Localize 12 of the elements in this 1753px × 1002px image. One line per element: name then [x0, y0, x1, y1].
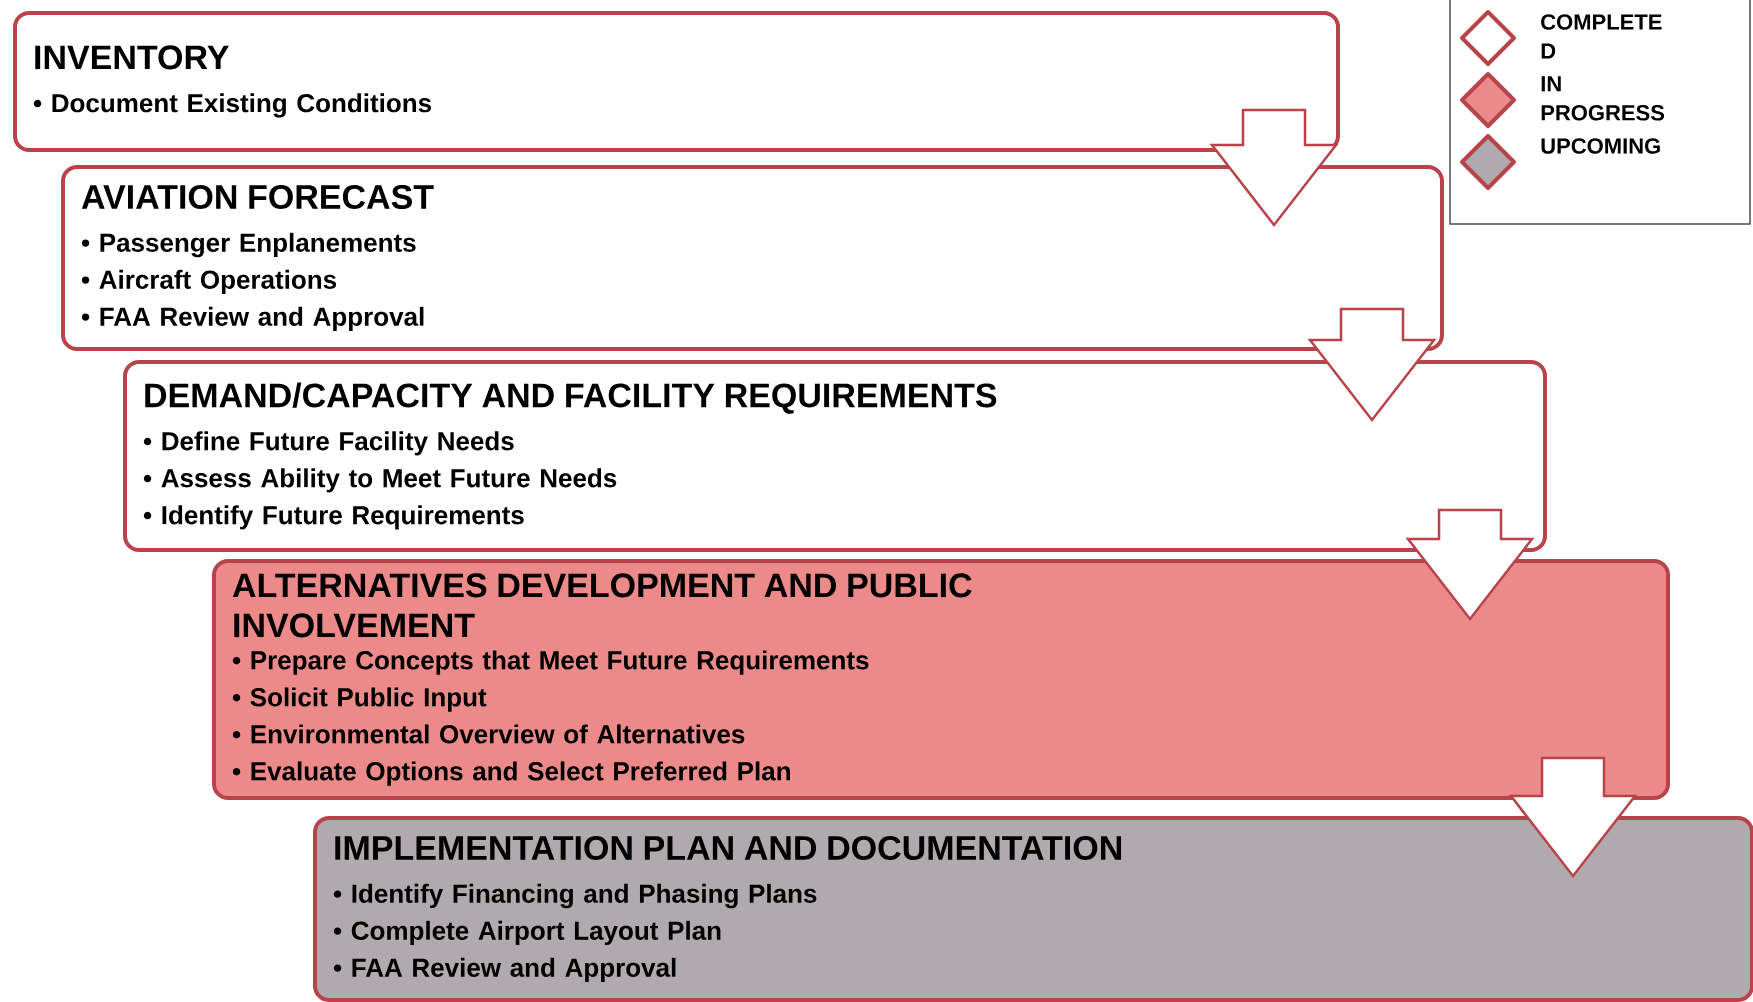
legend-label: IN PROGRESS: [1541, 76, 1665, 121]
step-box: IMPLEMENTATION PLAN AND DOCUMENTATION • Identify Financing and Phasing Plans • Complete Airport Layout Plan • FAA Review and Approval: [313, 816, 1753, 1002]
legend-label: COMPLETE D: [1541, 14, 1662, 59]
step-box: AVIATION FORECAST • Passenger Enplanements • Aircraft Operations • FAA Review and Approval: [61, 165, 1444, 351]
legend-label: UPCOMING: [1541, 138, 1660, 154]
block-arrow: [1307, 307, 1437, 423]
step-box: INVENTORY • Document Existing Conditions: [13, 11, 1340, 152]
block-arrow: [1405, 508, 1535, 622]
block-arrow: [1209, 108, 1339, 228]
step-box: DEMAND/CAPACITY AND FACILITY REQUIREMENTS • Define Future Facility Needs • Assess Ability to Meet Future Needs • Identify Future Requirements: [123, 360, 1547, 552]
step-box: ALTERNATIVES DEVELOPMENT AND PUBLIC INVOLVEMENT • Prepare Concepts that Meet Future Requirements • Solicit Public Input • Environmental Overview of Alternatives • Evaluate Options and Select Preferred Plan: [212, 559, 1670, 800]
block-arrow: [1508, 756, 1638, 879]
